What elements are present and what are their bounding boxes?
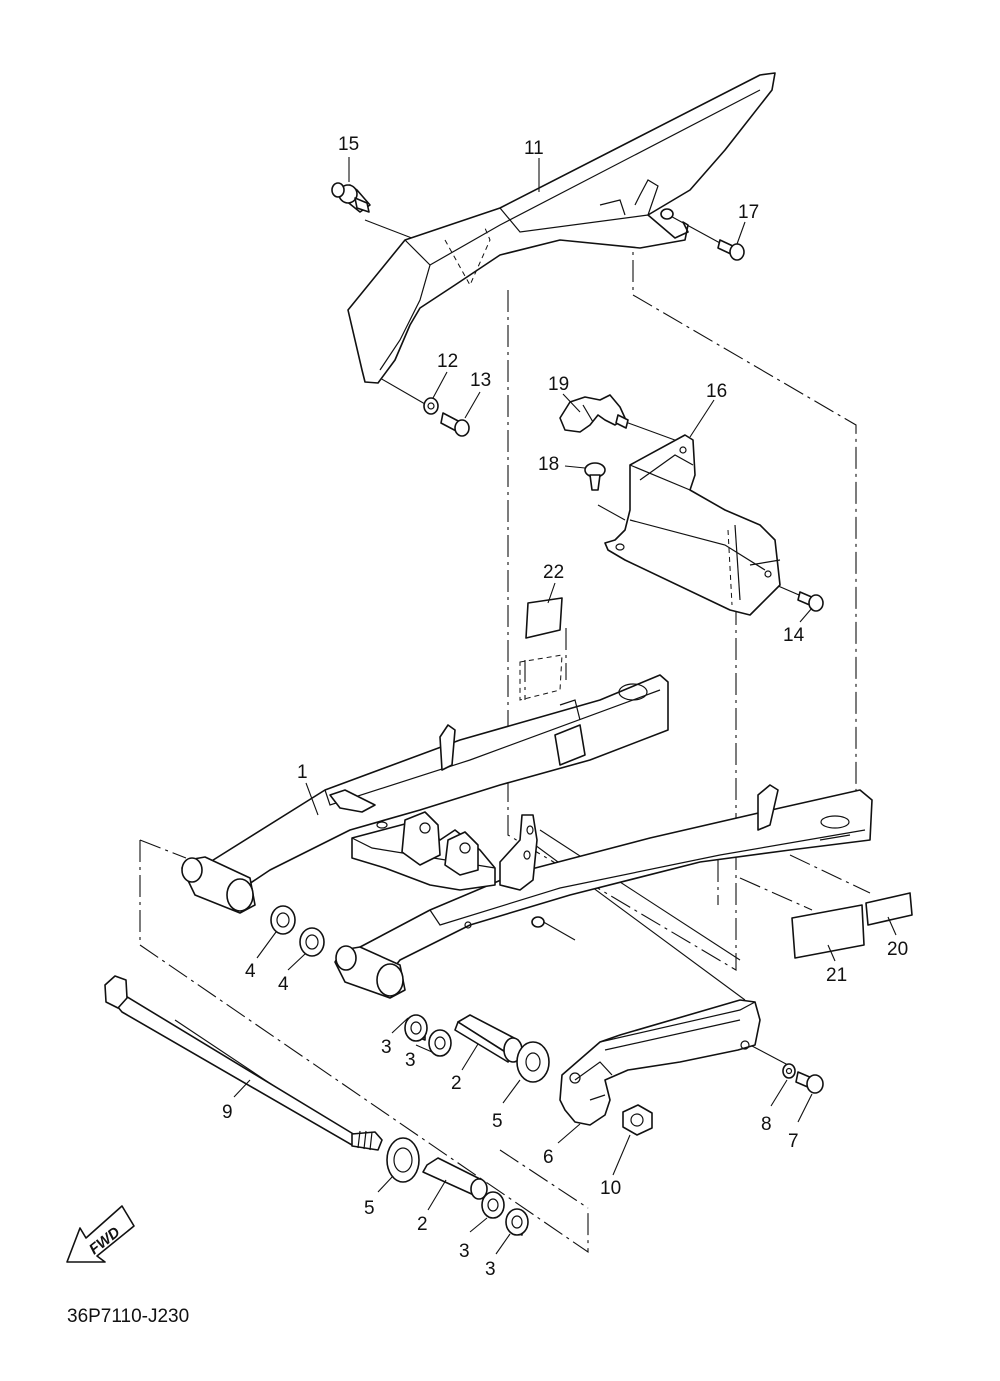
bearing-3b (428, 1029, 452, 1057)
diagram-code: 36P7110-J230 (67, 1306, 189, 1327)
callout-19: 19 (548, 374, 569, 395)
callout-13: 13 (470, 370, 491, 391)
rivet-18 (584, 462, 606, 491)
bolt-14 (797, 591, 824, 612)
leader-lines (233, 157, 897, 1255)
pivot-shaft-9 (104, 975, 383, 1151)
callouts: 15 11 17 12 13 19 16 18 22 14 1 4 4 21 2… (222, 134, 908, 1280)
callout-8: 8 (761, 1114, 772, 1135)
callout-21: 21 (826, 965, 847, 986)
bearing-3d (505, 1208, 529, 1236)
callout-2a: 2 (451, 1073, 462, 1094)
rear-arm (181, 674, 873, 999)
bearing-3c (481, 1191, 505, 1219)
callout-5b: 5 (364, 1198, 375, 1219)
callout-1: 1 (297, 762, 308, 783)
label-20 (865, 892, 913, 926)
bearing-3a (404, 1014, 428, 1042)
oil-seal-4a (270, 905, 296, 935)
bolt-13 (440, 412, 470, 437)
callout-3d: 3 (485, 1259, 496, 1280)
clamp-19 (559, 394, 629, 433)
tensioner-6 (559, 999, 761, 1126)
label-21 (791, 904, 865, 959)
bolt-15 (331, 182, 371, 213)
collar-2a (454, 1014, 523, 1063)
nut-10 (622, 1104, 653, 1136)
callout-4b: 4 (278, 974, 289, 995)
callout-11: 11 (524, 138, 544, 159)
bracket-16 (604, 434, 781, 616)
oil-seal-4b (299, 927, 325, 957)
collar-2b (422, 1157, 488, 1200)
callout-3b: 3 (405, 1050, 416, 1071)
fwd-arrow-icon: FWD (66, 1205, 135, 1263)
callout-20: 20 (887, 939, 908, 960)
washer-8 (782, 1063, 796, 1079)
callout-4a: 4 (245, 961, 256, 982)
washer-12 (423, 397, 439, 415)
bolt-17 (717, 239, 745, 261)
label-22 (519, 597, 563, 701)
cover-5a (516, 1041, 550, 1083)
callout-3a: 3 (381, 1037, 392, 1058)
callout-15: 15 (338, 134, 359, 155)
callout-6: 6 (543, 1147, 554, 1168)
callout-7: 7 (788, 1131, 799, 1152)
bolt-7 (795, 1071, 824, 1094)
callout-3c: 3 (459, 1241, 470, 1262)
callout-17: 17 (738, 202, 759, 223)
callout-10: 10 (600, 1178, 621, 1199)
callout-9: 9 (222, 1102, 233, 1123)
callout-5a: 5 (492, 1111, 503, 1132)
callout-16: 16 (706, 381, 727, 402)
chain-case (347, 72, 776, 384)
callout-14: 14 (783, 625, 805, 646)
callout-18: 18 (538, 454, 559, 475)
cover-5b (386, 1137, 420, 1183)
callout-2b: 2 (417, 1214, 428, 1235)
callout-22: 22 (543, 562, 564, 583)
callout-12: 12 (437, 351, 458, 372)
